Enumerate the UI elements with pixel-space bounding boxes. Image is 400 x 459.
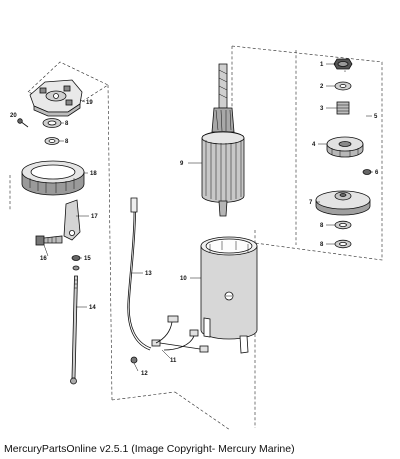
callout-7: 7 bbox=[309, 200, 313, 206]
callout-18: 18 bbox=[90, 171, 97, 177]
nut-6 bbox=[362, 169, 372, 175]
callout-1: 1 bbox=[320, 62, 324, 68]
drive-assembly-4 bbox=[326, 136, 364, 158]
through-bolt-14 bbox=[70, 275, 78, 385]
nut-1 bbox=[333, 58, 353, 70]
end-cap-7 bbox=[315, 190, 371, 216]
callout-8-left-upper: 8 bbox=[65, 121, 69, 127]
callout-8-left-lower: 8 bbox=[65, 139, 69, 145]
callout-numbers: 1 2 3 4 5 6 7 8 8 8 8 9 10 11 12 13 14 1… bbox=[10, 62, 379, 377]
callout-17: 17 bbox=[91, 214, 98, 220]
washer-2 bbox=[334, 81, 352, 91]
cable-13 bbox=[127, 197, 152, 351]
callout-2: 2 bbox=[320, 84, 324, 90]
callout-15: 15 bbox=[84, 256, 91, 262]
callout-14: 14 bbox=[89, 305, 96, 311]
exploded-parts-diagram: 1 2 3 4 5 6 7 8 8 8 8 9 10 11 12 13 14 1… bbox=[9, 45, 383, 431]
callout-8-right-upper: 8 bbox=[320, 223, 324, 229]
callout-12: 12 bbox=[141, 371, 148, 377]
washer-8-left-upper bbox=[42, 118, 62, 128]
motor-frame-10 bbox=[200, 236, 258, 354]
nut-15 bbox=[71, 255, 81, 271]
bolt-16 bbox=[35, 235, 63, 246]
copyright-caption: MercuryPartsOnline v2.5.1 (Image Copyrig… bbox=[4, 443, 295, 455]
screw-20 bbox=[17, 118, 29, 128]
callout-8-right-lower: 8 bbox=[320, 242, 324, 248]
callout-13: 13 bbox=[145, 271, 152, 277]
armature-9 bbox=[201, 63, 245, 217]
leader-lines bbox=[43, 63, 373, 372]
callout-19: 19 bbox=[86, 100, 93, 106]
brush-leads-11 bbox=[151, 315, 209, 353]
callout-9: 9 bbox=[180, 161, 184, 167]
callout-10: 10 bbox=[180, 276, 187, 282]
callout-11: 11 bbox=[170, 358, 177, 364]
callout-6: 6 bbox=[375, 170, 379, 176]
washer-8-left-lower bbox=[44, 137, 60, 145]
nut-12 bbox=[130, 356, 138, 364]
end-cap-19 bbox=[29, 79, 83, 117]
callout-16: 16 bbox=[40, 256, 47, 262]
washer-8-right-upper bbox=[334, 220, 352, 230]
bracket-17 bbox=[63, 199, 81, 241]
callout-20: 20 bbox=[10, 113, 17, 119]
callout-5: 5 bbox=[374, 114, 378, 120]
washer-8-right-lower bbox=[334, 239, 352, 249]
magnet-ring-18 bbox=[21, 160, 85, 196]
callout-3: 3 bbox=[320, 106, 324, 112]
spring-3 bbox=[336, 101, 350, 115]
callout-4: 4 bbox=[312, 142, 316, 148]
